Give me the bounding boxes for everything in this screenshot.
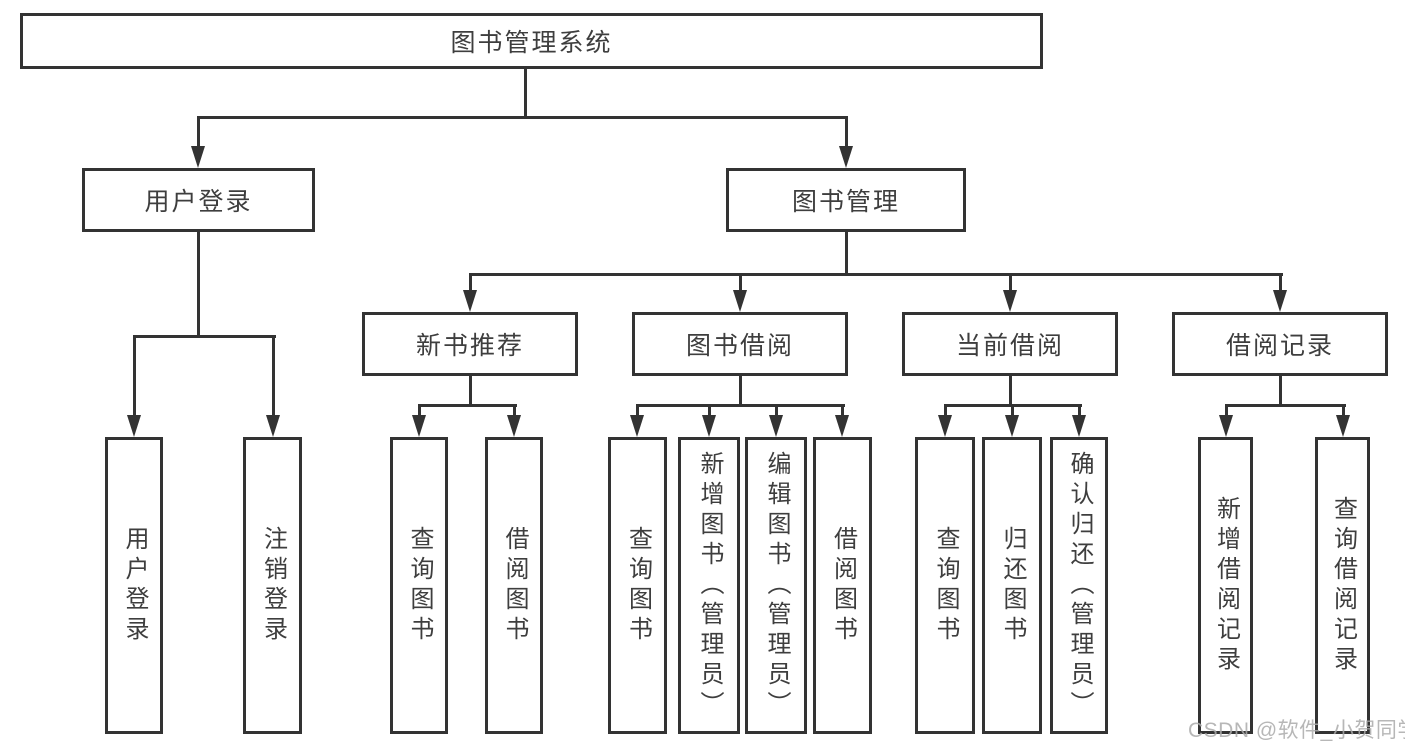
arrowhead (733, 290, 747, 312)
arrowhead (1003, 290, 1017, 312)
arrowhead (1273, 290, 1287, 312)
arrowhead (412, 415, 426, 437)
line-segment (417, 405, 421, 417)
node-book-borrow-label: 图书借阅 (685, 332, 794, 360)
leaf-borrow-borrow-book: 借阅图书 (813, 437, 872, 734)
line-segment (1077, 405, 1081, 417)
line-segment (635, 405, 639, 417)
csdn-watermark: CSDN @软件_小贺同学 (1188, 719, 1405, 742)
arrowhead (266, 415, 280, 437)
leaf-user-login: 用户登录 (105, 437, 163, 734)
leaf-return-book-label: 归还图书 (999, 525, 1026, 646)
line-segment (132, 336, 136, 416)
leaf-confirm-return-admin: 确认归还（管理员） (1050, 437, 1108, 734)
node-new-book-recommend: 新书推荐 (362, 312, 578, 376)
node-borrow-records: 借阅记录 (1172, 312, 1388, 376)
arrowhead (769, 415, 783, 437)
leaf-confirm-return-admin-label: 确认归还（管理员） (1066, 450, 1093, 721)
line-segment (844, 117, 848, 148)
line-segment (417, 403, 517, 407)
node-book-management: 图书管理 (726, 168, 966, 232)
line-segment (1224, 403, 1346, 407)
line-segment (132, 334, 276, 338)
leaf-borrow-borrow-book-label: 借阅图书 (829, 525, 857, 646)
node-root: 图书管理系统 (20, 13, 1043, 69)
arrowhead (702, 415, 716, 437)
node-book-borrow: 图书借阅 (632, 312, 848, 376)
leaf-add-borrow-record-label: 新增借阅记录 (1212, 495, 1240, 676)
line-segment (271, 336, 275, 416)
line-segment (468, 272, 1283, 276)
leaf-recommend-borrow-book: 借阅图书 (485, 437, 543, 734)
line-segment (196, 117, 200, 148)
leaf-logout-label: 注销登录 (259, 525, 287, 646)
line-segment (1278, 376, 1282, 406)
leaf-query-borrow-record: 查询借阅记录 (1315, 437, 1370, 734)
line-segment (841, 405, 844, 417)
line-segment (1008, 274, 1012, 292)
leaf-edit-book-admin: 编辑图书（管理员） (745, 437, 807, 734)
node-borrow-records-label: 借阅记录 (1225, 332, 1334, 360)
leaf-add-book-admin-label: 新增图书（管理员） (696, 450, 723, 721)
arrowhead (630, 415, 644, 437)
arrowhead (1219, 415, 1233, 437)
leaf-recommend-borrow-book-label: 借阅图书 (501, 525, 528, 646)
node-book-management-label: 图书管理 (791, 188, 900, 216)
arrowhead (1005, 415, 1019, 437)
leaf-recommend-query-book: 查询图书 (390, 437, 448, 734)
line-segment (523, 69, 527, 118)
line-segment (943, 405, 947, 417)
line-segment (468, 274, 472, 292)
line-segment (1010, 405, 1014, 417)
arrowhead (463, 290, 477, 312)
line-segment (738, 376, 742, 406)
line-segment (196, 115, 848, 119)
leaf-current-query-book: 查询图书 (915, 437, 975, 734)
arrowhead (127, 415, 141, 437)
leaf-user-login-label: 用户登录 (121, 525, 148, 646)
line-segment (1008, 376, 1012, 406)
node-root-label: 图书管理系统 (450, 29, 613, 57)
leaf-borrow-query-book: 查询图书 (608, 437, 667, 734)
line-segment (774, 405, 778, 417)
arrowhead (839, 146, 853, 168)
line-segment (196, 232, 200, 336)
arrowhead (938, 415, 952, 437)
line-segment (707, 405, 711, 417)
leaf-query-borrow-record-label: 查询借阅记录 (1329, 495, 1357, 676)
line-segment (468, 376, 472, 406)
leaf-recommend-query-book-label: 查询图书 (406, 525, 433, 646)
arrowhead (835, 415, 849, 437)
leaf-current-query-book-label: 查询图书 (932, 525, 959, 646)
node-user-login-label: 用户登录 (144, 188, 253, 216)
arrowhead (1072, 415, 1086, 437)
leaf-return-book: 归还图书 (982, 437, 1042, 734)
arrowhead (1336, 415, 1350, 437)
line-segment (1224, 405, 1228, 417)
arrowhead (507, 415, 521, 437)
line-segment (844, 232, 848, 275)
line-segment (635, 403, 845, 407)
line-segment (1341, 405, 1345, 417)
leaf-borrow-query-book-label: 查询图书 (624, 525, 652, 646)
line-segment (512, 405, 516, 417)
arrowhead (191, 146, 205, 168)
leaf-edit-book-admin-label: 编辑图书（管理员） (763, 450, 790, 721)
line-segment (738, 274, 742, 292)
node-new-book-recommend-label: 新书推荐 (415, 332, 524, 360)
leaf-add-book-admin: 新增图书（管理员） (678, 437, 740, 734)
node-current-borrow: 当前借阅 (902, 312, 1118, 376)
leaf-add-borrow-record: 新增借阅记录 (1198, 437, 1253, 734)
node-current-borrow-label: 当前借阅 (955, 332, 1064, 360)
line-segment (1278, 274, 1282, 292)
node-user-login: 用户登录 (82, 168, 315, 232)
leaf-logout: 注销登录 (243, 437, 302, 734)
